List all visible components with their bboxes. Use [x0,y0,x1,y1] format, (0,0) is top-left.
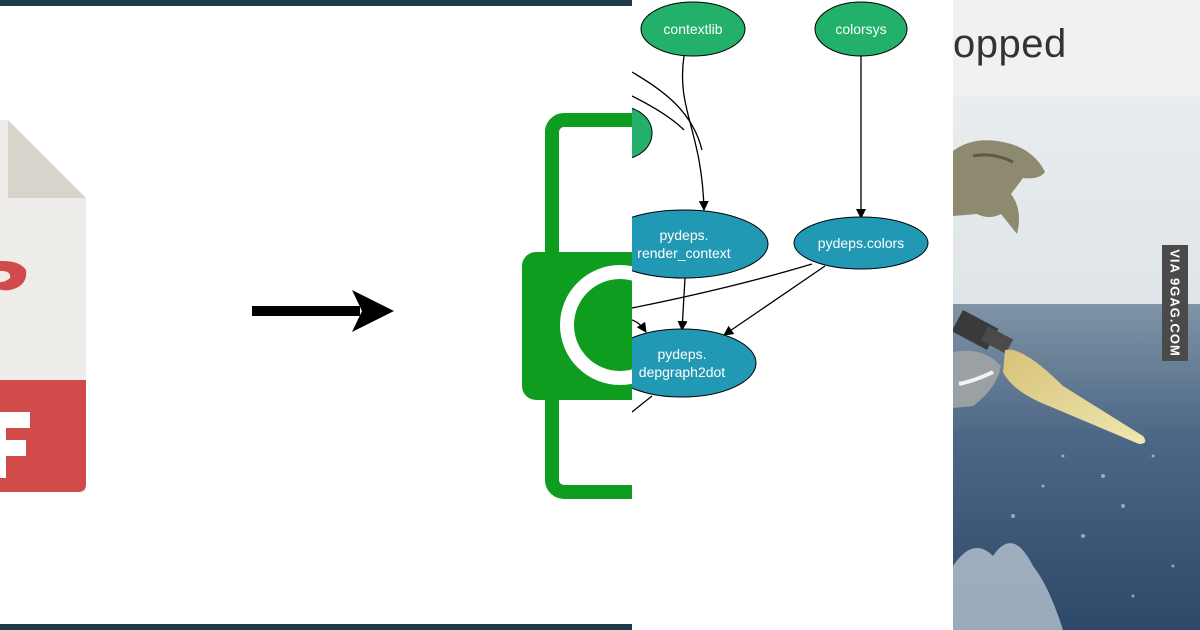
graph-node-colors: pydeps.colors [793,216,929,270]
watermark-badge: VIA 9GAG.COM [1162,245,1188,361]
conversion-graphic [0,113,632,499]
dependency-graph: contextlib colorsys pydeps. render_conte… [632,1,929,413]
dependency-graph-panel: contextlib colorsys pydeps. render_conte… [632,0,953,630]
node-label: colorsys [835,21,886,37]
arrow-right-icon [252,290,394,332]
pdf-file-icon [0,120,86,492]
conversion-panel [0,0,632,630]
node-label: render_context [637,245,731,261]
edge-offscreen-depgraph [632,319,647,333]
graph-node-partial [632,107,653,159]
edge-depgraph-offscreen [632,395,653,413]
edge-contextlib-render [681,55,709,211]
meme-panel: opped [953,0,1200,630]
edge-colors-offscreen [632,263,813,309]
watermark-text: VIA 9GAG.COM [1167,249,1183,357]
node-label: contextlib [663,21,722,37]
graph-node-depgraph2dot: pydeps. depgraph2dot [632,328,757,398]
edge-colors-depgraph [723,265,826,336]
node-label: depgraph2dot [639,364,726,380]
graph-node-contextlib: contextlib [640,1,746,57]
node-label: pydeps. [657,346,706,362]
graph-node-render-context: pydeps. render_context [632,209,769,279]
graph-node-colorsys: colorsys [814,1,908,57]
top-bar [0,0,632,6]
meme-caption: opped [953,22,1067,66]
edge-offscreen-1 [632,71,703,151]
node-label: pydeps. [659,227,708,243]
meme-photo [953,96,1200,630]
bottom-bar [0,624,632,630]
edge-offscreen-2 [632,95,685,131]
camera-icon [522,113,632,499]
graph-edges [632,55,866,413]
node-label: pydeps.colors [818,235,904,251]
edge-render-depgraph [677,277,688,331]
